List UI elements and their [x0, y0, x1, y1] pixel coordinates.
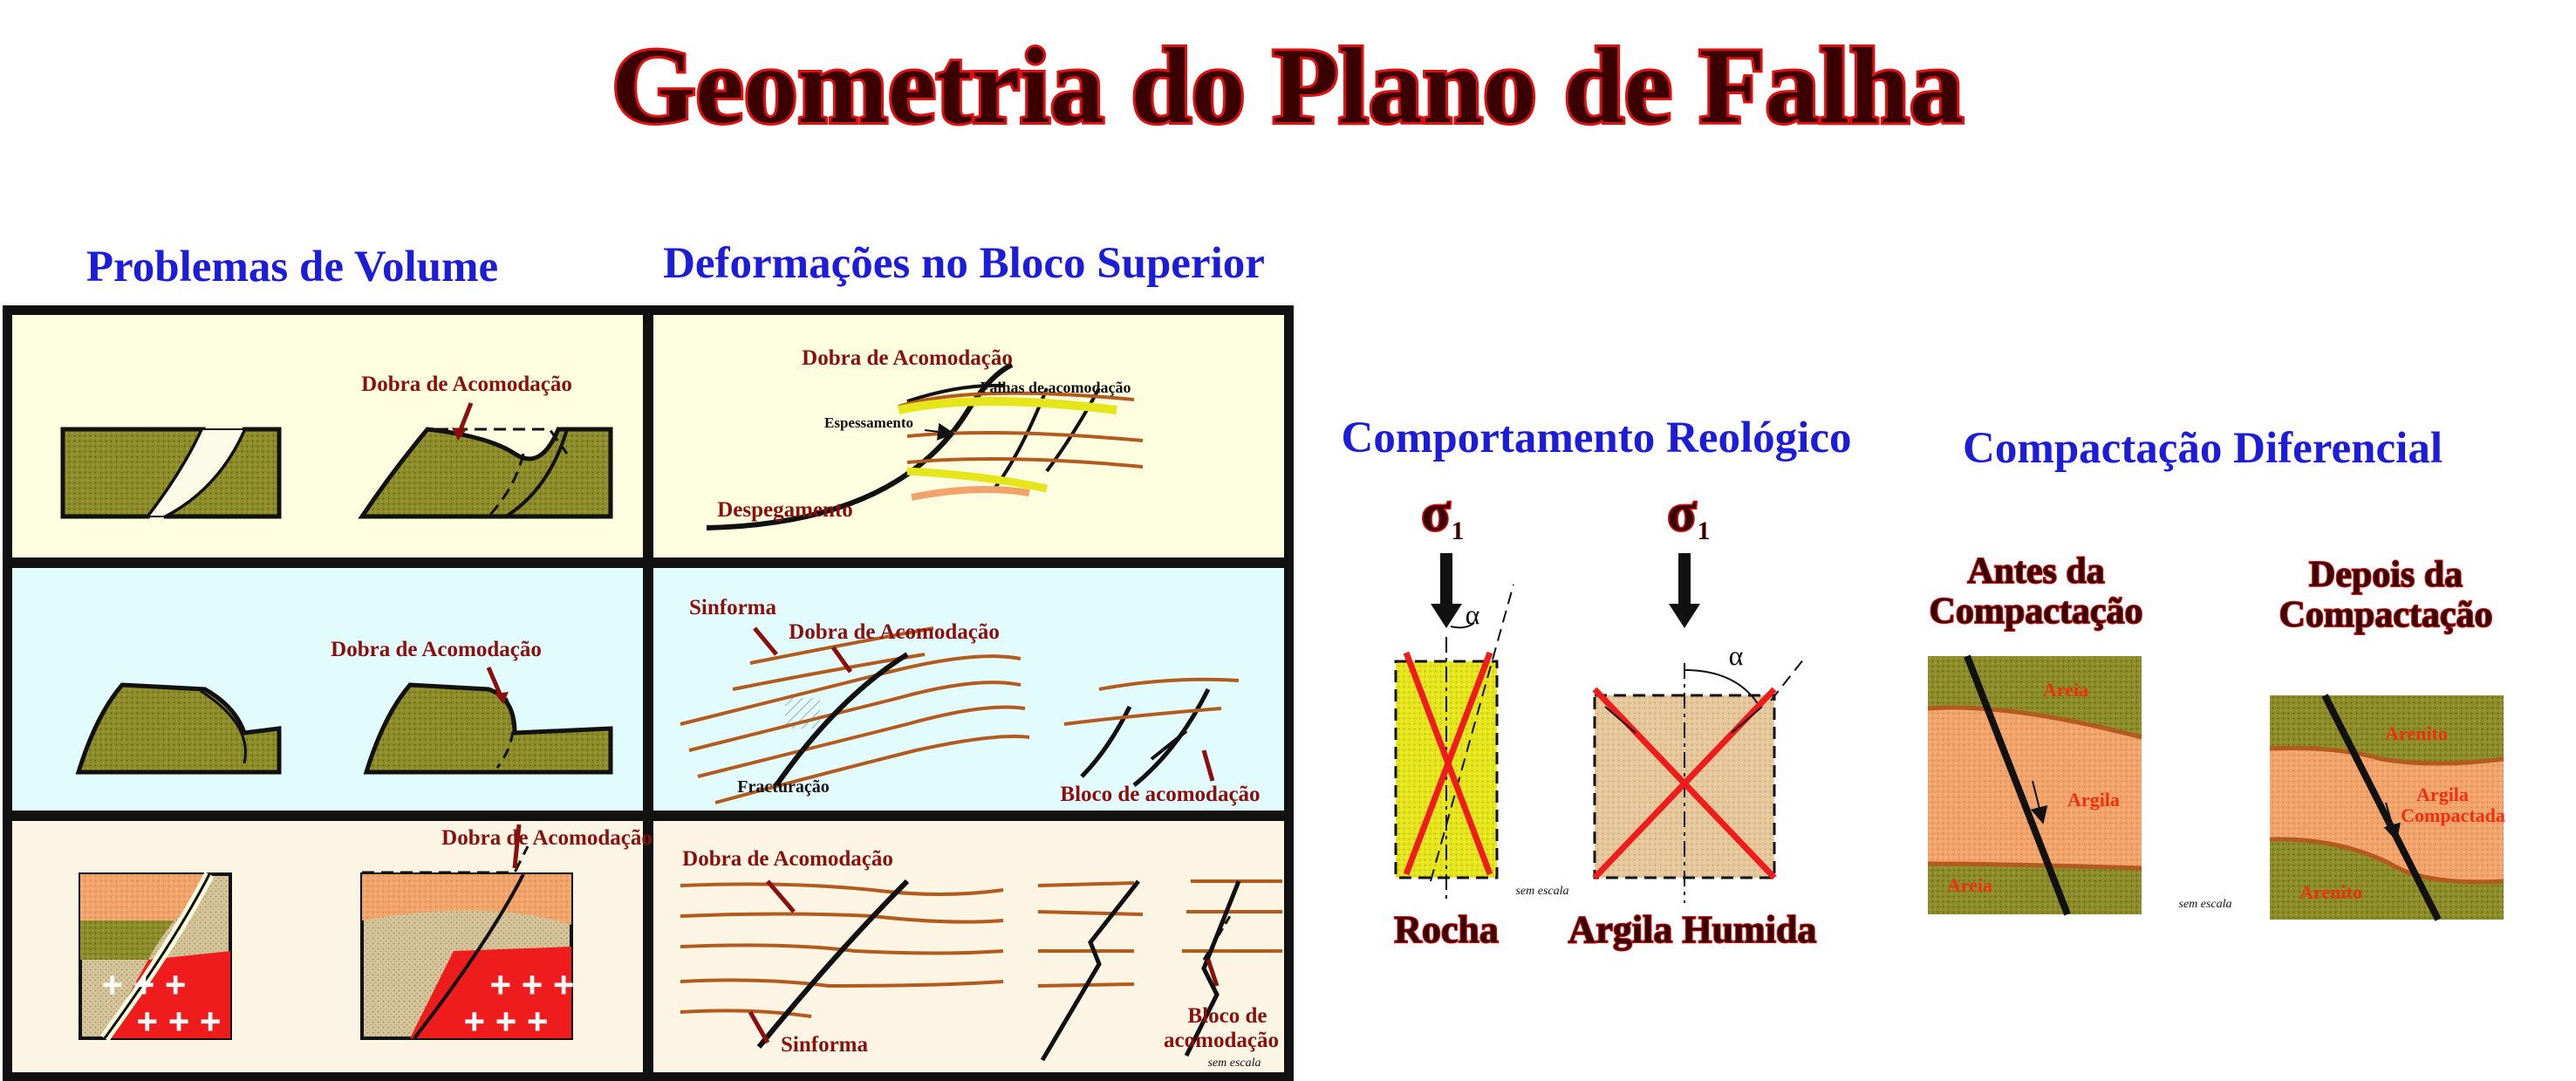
arrow-head-icon [1431, 604, 1462, 628]
volume-row1-diagram: Dobra de Acomodação [60, 373, 613, 519]
page-title: Geometria do Plano de Falha [612, 26, 1964, 146]
volume-row2-diagram: Dobra de Acomodação [75, 638, 613, 775]
label-despegamento: Despegamento [717, 498, 853, 522]
label-falhas-acomodacao: Falhas de acomodação [981, 379, 1131, 396]
label-sem-escala: sem escala [1207, 1057, 1261, 1070]
label-espessamento: Espessamento [824, 414, 913, 431]
heading-comportamento-reologico: Comportamento Reológico [1342, 414, 1852, 462]
label-sem-escala: sem escala [2178, 898, 2231, 911]
label-sinforma: Sinforma [689, 596, 777, 619]
sigma-subscript-left: 1 [1452, 517, 1465, 545]
heading-deformacoes: Deformações no Bloco Superior [663, 239, 1265, 288]
heading-problemas-volume: Problemas de Volume [86, 243, 498, 291]
label-sinforma: Sinforma [781, 1033, 869, 1057]
granite-crosses: + + + [490, 964, 575, 1005]
label-dobra-acomodacao: Dobra de Acomodação [802, 346, 1013, 370]
label-bloco-acomodacao-1: Bloco de [1188, 1004, 1268, 1028]
deform-row3-diagram: Dobra de Acomodação Sinforma Bloco de ac… [680, 847, 1282, 1070]
label-argila-humida: Argila Humida [1568, 908, 1817, 951]
label-dobra-acomodacao: Dobra de Acomodação [441, 826, 653, 850]
label-arenito-top: Arenito [2385, 722, 2448, 744]
label-argila: Argila [2067, 789, 2120, 811]
label-argila-compactada-2: Compactada [2401, 804, 2505, 826]
label-compactacao-antes: Compactação [1930, 592, 2143, 632]
label-arenito-bottom: Arenito [2299, 881, 2362, 903]
heading-compactacao-diferencial: Compactação Diferencial [1963, 424, 2443, 473]
label-areia-bottom: Areia [1947, 874, 1992, 896]
panel-deform-row2 [653, 568, 1284, 811]
label-compactacao-depois: Compactação [2279, 595, 2493, 635]
alpha-symbol-right: α [1729, 640, 1744, 671]
label-rocha: Rocha [1394, 908, 1499, 951]
sigma-symbol-left: σ [1421, 483, 1451, 543]
granite-crosses: + + + [464, 1001, 549, 1042]
label-argila-compactada-1: Argila [2416, 783, 2469, 805]
volume-row3-diagram: + + + + + + + + + + + + Dobra de Acomoda… [79, 824, 653, 1042]
panel-deform-row1 [653, 315, 1284, 558]
compactacao-diagram: Antes da Compactação Depois da Compactaç… [1927, 551, 2505, 921]
alpha-symbol-left: α [1466, 599, 1480, 630]
sigma-subscript-right: 1 [1698, 517, 1711, 545]
label-dobra-acomodacao: Dobra de Acomodação [682, 847, 893, 871]
reologico-diagram: σ 1 σ 1 α α Rocha Argila Humida sem esca… [1393, 482, 1817, 953]
label-bloco-acomodacao-2: acomodação [1164, 1029, 1279, 1052]
deform-row2-diagram: Sinforma Dobra de Acomodação Fracturação… [680, 596, 1261, 806]
deform-row1-diagram: Dobra de Acomodação Falhas de acomodação… [706, 346, 1144, 530]
granite-crosses: + + + [102, 964, 187, 1005]
granite-crosses: + + + [137, 1001, 222, 1042]
label-dobra-acomodacao: Dobra de Acomodação [361, 373, 572, 396]
sigma-symbol-right: σ [1667, 483, 1697, 543]
arrow-head-icon [1669, 604, 1700, 628]
label-bloco-acomodacao: Bloco de acomodação [1060, 783, 1260, 806]
label-depois-da: Depois da [2309, 555, 2463, 595]
label-dobra-acomodacao: Dobra de Acomodação [789, 620, 1000, 644]
label-antes-da: Antes da [1967, 551, 2105, 592]
label-fracturacao: Fracturação [737, 777, 830, 797]
label-areia-top: Areia [2043, 679, 2088, 701]
label-dobra-acomodacao: Dobra de Acomodação [331, 638, 542, 661]
label-sem-escala: sem escala [1515, 885, 1568, 898]
